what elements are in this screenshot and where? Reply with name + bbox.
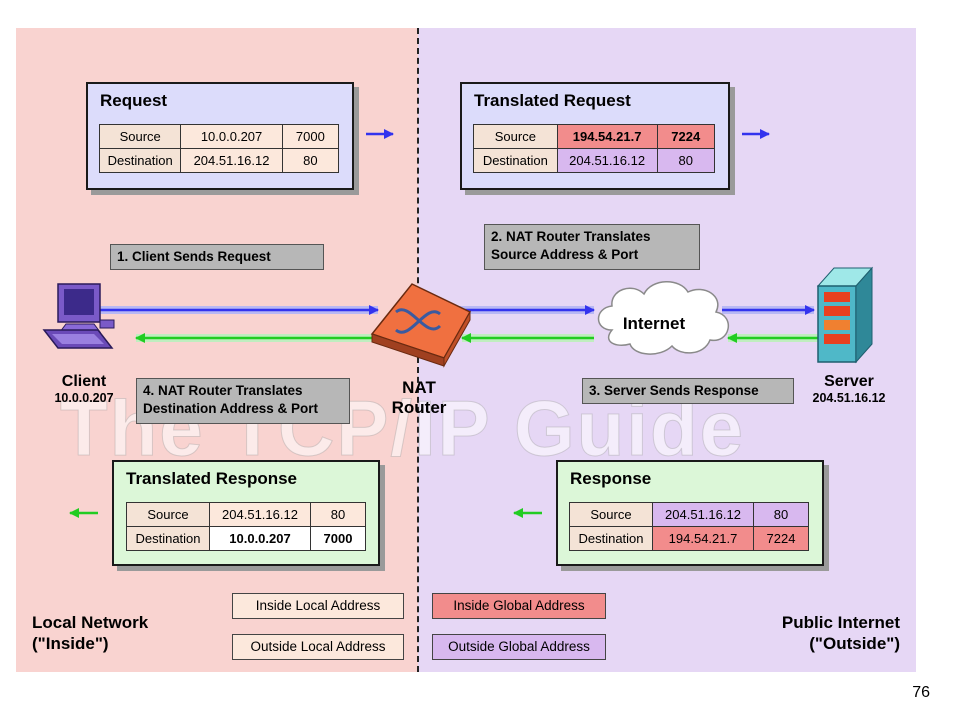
legend-inside-global: Inside Global Address	[432, 593, 606, 619]
server-icon	[816, 266, 874, 364]
row-label: Destination	[98, 148, 182, 173]
step-4-line-2: Destination Address & Port	[143, 401, 319, 416]
address-table: Source 204.51.16.12 80 Destination 194.5…	[569, 502, 809, 551]
local-network-label: Local Network ("Inside")	[32, 612, 148, 654]
client-computer-icon	[42, 283, 115, 349]
internet-label: Internet	[622, 314, 686, 333]
address-cell: 10.0.0.207	[180, 124, 283, 149]
router-name-line-1: NAT	[402, 378, 436, 397]
public-internet-subtitle: ("Outside")	[809, 634, 900, 653]
public-internet-label: Public Internet ("Outside")	[740, 612, 900, 654]
response-panel: Response Source 204.51.16.12 80 Destinat…	[556, 460, 824, 566]
row-label: Source	[473, 124, 558, 149]
row-label: Destination	[569, 526, 653, 551]
address-cell: 204.51.16.12	[180, 148, 283, 173]
internet-cloud-icon	[597, 281, 730, 355]
public-internet-title: Public Internet	[781, 613, 900, 632]
port-cell: 7224	[656, 124, 716, 149]
legend-inside-local: Inside Local Address	[232, 593, 404, 619]
server-address: 204.51.16.12	[812, 391, 886, 405]
address-table: Source 10.0.0.207 7000 Destination 204.5…	[98, 124, 340, 173]
row-label: Source	[126, 502, 210, 527]
address-table: Source 194.54.21.7 7224 Destination 204.…	[473, 124, 716, 173]
address-cell: 194.54.21.7	[652, 526, 754, 551]
step-3-callout: 3. Server Sends Response	[582, 378, 794, 404]
page-number: 76	[912, 684, 930, 701]
server-label: Server 204.51.16.12	[798, 373, 900, 405]
port-cell: 80	[310, 502, 366, 527]
port-cell: 80	[753, 502, 809, 527]
client-label: Client 10.0.0.207	[34, 373, 134, 405]
port-cell: 80	[281, 148, 340, 173]
port-cell: 7000	[281, 124, 340, 149]
row-label: Destination	[126, 526, 210, 551]
client-name: Client	[61, 373, 107, 390]
panel-title: Translated Request	[474, 91, 631, 110]
local-network-title: Local Network	[32, 613, 149, 632]
row-label: Destination	[473, 148, 558, 173]
step-2-callout: 2. NAT Router Translates Source Address …	[484, 224, 700, 270]
table-row: Destination 204.51.16.12 80	[473, 148, 716, 173]
row-label: Source	[98, 124, 182, 149]
address-cell: 204.51.16.12	[652, 502, 754, 527]
address-cell: 204.51.16.12	[556, 148, 658, 173]
port-cell: 7000	[310, 526, 366, 551]
table-row: Destination 204.51.16.12 80	[98, 148, 340, 173]
translated-response-panel: Translated Response Source 204.51.16.12 …	[112, 460, 380, 566]
step-4-callout: 4. NAT Router Translates Destination Add…	[136, 378, 350, 424]
table-row: Source 204.51.16.12 80	[126, 502, 366, 527]
table-row: Destination 10.0.0.207 7000	[126, 526, 366, 551]
request-panel: Request Source 10.0.0.207 7000 Destinati…	[86, 82, 354, 190]
step-1-callout: 1. Client Sends Request	[110, 244, 324, 270]
step-4-line-1: 4. NAT Router Translates	[143, 383, 303, 398]
address-table: Source 204.51.16.12 80 Destination 10.0.…	[126, 502, 366, 551]
step-2-line-1: 2. NAT Router Translates	[491, 229, 651, 244]
translated-request-panel: Translated Request Source 194.54.21.7 72…	[460, 82, 730, 190]
table-row: Source 10.0.0.207 7000	[98, 124, 340, 149]
nat-router-icon	[370, 283, 472, 368]
panel-title: Request	[100, 91, 168, 110]
server-name: Server	[824, 373, 874, 390]
address-cell: 194.54.21.7	[556, 124, 658, 149]
legend-outside-global: Outside Global Address	[432, 634, 606, 660]
local-network-subtitle: ("Inside")	[32, 634, 109, 653]
address-cell: 10.0.0.207	[209, 526, 311, 551]
panel-title: Translated Response	[126, 469, 298, 488]
table-row: Source 204.51.16.12 80	[569, 502, 809, 527]
panel-title: Response	[570, 469, 652, 488]
row-label: Source	[569, 502, 653, 527]
client-address: 10.0.0.207	[54, 391, 114, 405]
address-cell: 204.51.16.12	[209, 502, 311, 527]
table-row: Source 194.54.21.7 7224	[473, 124, 716, 149]
legend-outside-local: Outside Local Address	[232, 634, 404, 660]
router-label: NAT Router	[372, 378, 466, 418]
router-name-line-2: Router	[391, 398, 447, 417]
step-2-line-2: Source Address & Port	[491, 247, 639, 262]
port-cell: 80	[656, 148, 716, 173]
port-cell: 7224	[753, 526, 809, 551]
table-row: Destination 194.54.21.7 7224	[569, 526, 809, 551]
